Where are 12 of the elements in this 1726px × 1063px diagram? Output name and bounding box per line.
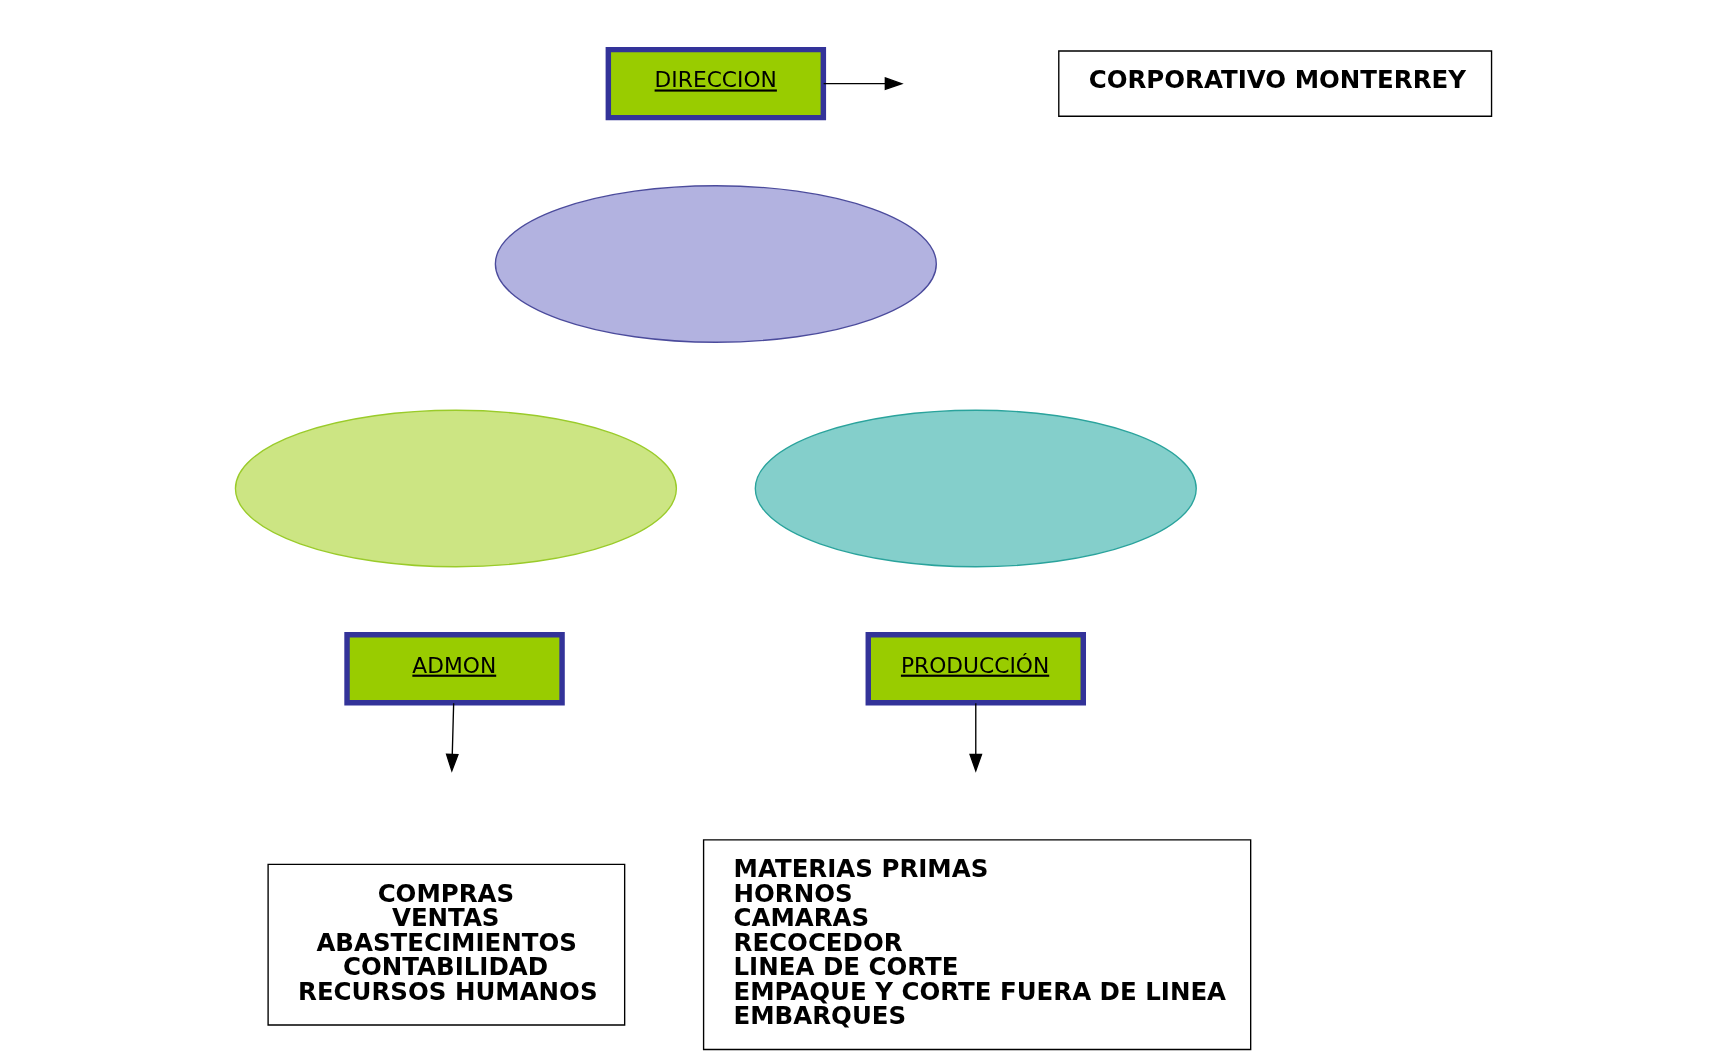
node-box: PRODUCCIÓN bbox=[865, 632, 1086, 706]
node-box: COMPRAS VENTAS ABASTECIMIENTOS CONTABILIDAD RECURSOS HUMANOS bbox=[266, 863, 625, 1026]
arrow bbox=[822, 76, 904, 91]
node-ellipse bbox=[754, 409, 1197, 568]
node-ellipse bbox=[234, 409, 677, 568]
node-box: MATERIAS PRIMAS HORNOS CAMARAS RECOCEDOR LINEA DE CORTE EMPAQUE Y CORTE FUERA DE LINEA EMBARQUES bbox=[702, 839, 1251, 1051]
arrow bbox=[968, 702, 982, 773]
node-box: CORPORATIVO MONTERREY bbox=[1057, 50, 1492, 117]
node-box: ADMON bbox=[343, 632, 565, 706]
node-ellipse bbox=[494, 185, 937, 343]
arrow bbox=[445, 702, 459, 773]
node-box: DIRECCION bbox=[605, 46, 826, 121]
